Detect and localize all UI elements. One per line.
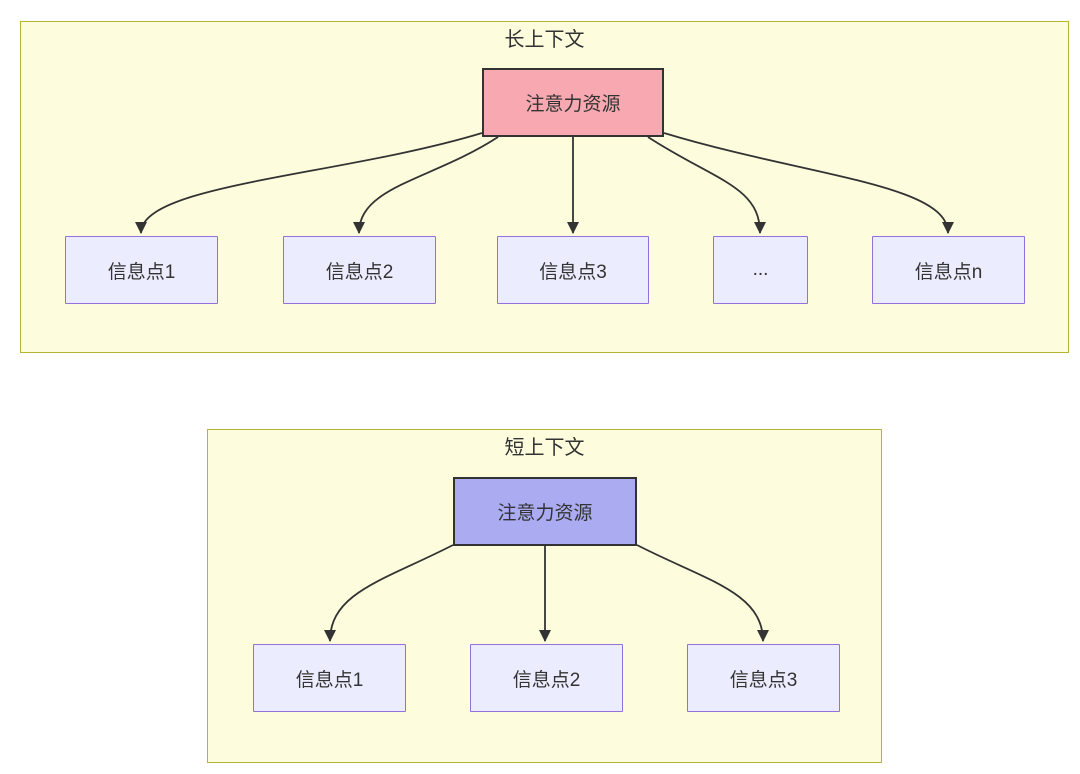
long-attention-resource-node: 注意力资源 [482, 68, 664, 137]
long-info-node-2: 信息点2 [283, 236, 436, 304]
short-attention-resource-node: 注意力资源 [453, 477, 637, 546]
short-info-node-2: 信息点2 [470, 644, 623, 712]
long-info-node-1: 信息点1 [65, 236, 218, 304]
long-info-node-n: 信息点n [872, 236, 1025, 304]
long-info-node-3: 信息点3 [497, 236, 649, 304]
short-info-node-1: 信息点1 [253, 644, 406, 712]
short-context-title: 短上下文 [504, 437, 585, 459]
long-info-node-ellipsis: ... [713, 236, 808, 304]
short-info-node-3: 信息点3 [687, 644, 840, 712]
long-context-title: 长上下文 [504, 29, 585, 51]
